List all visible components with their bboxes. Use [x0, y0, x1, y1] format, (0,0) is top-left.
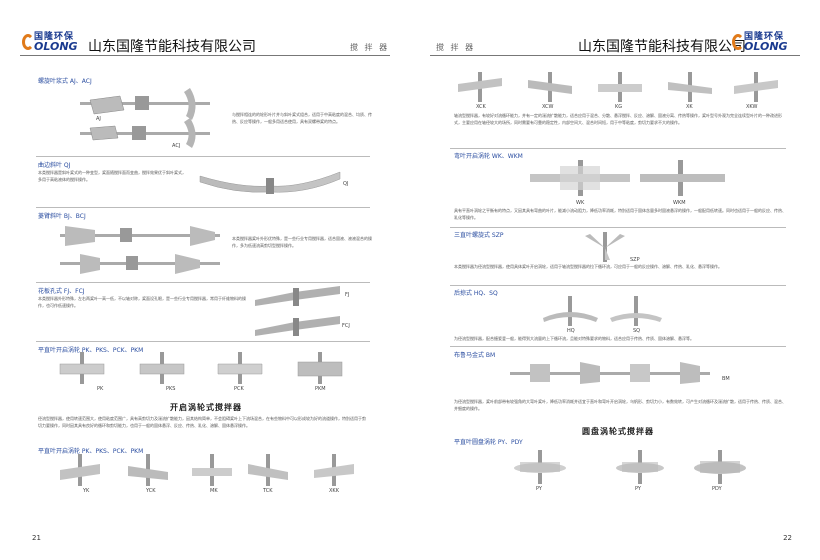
big-text-open-turbine: 径流型搅拌器，使用转速范围大，使用粘度范围广，具有高剪切力及湍流扩散能力，因其结…: [38, 416, 366, 428]
label-qj: QJ: [343, 181, 349, 187]
szp-agitator-illustration: [585, 232, 625, 262]
header-section-title: 搅 拌 器: [350, 43, 390, 52]
big-title-disc-turbine: 圆盘涡轮式搅拌器: [582, 427, 654, 436]
label-py-2: PY: [635, 486, 641, 492]
logo-swirl-icon: [22, 34, 34, 50]
header-rule: [20, 55, 390, 56]
label-pdy: PDY: [712, 486, 722, 492]
section-title-pk: 平直叶开启涡轮 PK、PKS、PCK、PKM: [38, 347, 144, 354]
qj-agitator-illustration: [199, 171, 341, 194]
label-tck: TCK: [263, 488, 273, 494]
logo-swirl-icon: [732, 34, 744, 50]
label-pks: PKS: [166, 386, 176, 392]
divider: [450, 148, 786, 149]
bm-agitator-illustration: [510, 362, 710, 384]
company-name: 山东国隆节能科技有限公司: [578, 39, 746, 55]
section-title-wk: 弯叶开启涡轮 WK、WKM: [454, 153, 523, 160]
text-hq: 为径流型搅拌器，配合搪瓷釜一般，能得到大流量的上下循环流，且能对特殊要求的物料，…: [454, 336, 694, 341]
divider: [36, 282, 370, 283]
header-section-title: 搅 拌 器: [436, 43, 476, 52]
section-title-szp: 三直叶螺旋式 SZP: [454, 232, 504, 239]
label-xck: XCK: [476, 104, 486, 110]
label-yk: YK: [83, 488, 90, 494]
fj-agitator-illustration: [255, 286, 340, 336]
label-wkm: WKM: [673, 200, 686, 206]
divider: [36, 156, 370, 157]
label-xcw: XCW: [542, 104, 554, 110]
logo-en: OLONG: [744, 40, 788, 53]
section-title-qj: 曲边斜叶 QJ: [38, 162, 71, 169]
xck-agitators-illustration: [458, 72, 778, 102]
py-agitators-illustration: [514, 450, 746, 484]
divider: [36, 207, 370, 208]
wk-agitators-illustration: [530, 160, 725, 196]
right-header: 搅 拌 器 山东国隆节能科技有限公司 国隆环保 OLONG: [410, 0, 820, 58]
label-yck: YCK: [146, 488, 156, 494]
label-sq: SQ: [633, 328, 641, 334]
company-logo: 国隆环保 OLONG: [22, 30, 82, 54]
text-szp: 本类搅拌器为径流型搅拌器，使用具体桨叶开启涡轮，适用于轴流型搅拌器的拉下循环流，…: [454, 264, 722, 269]
left-page: 国隆环保 OLONG 山东国隆节能科技有限公司 搅 拌 器 螺旋叶浆式 AJ、A…: [0, 0, 410, 542]
label-xkk: XKK: [329, 488, 339, 494]
label-aj: AJ: [96, 116, 101, 122]
section-title-bj: 菱臂斜叶 BJ、BCJ: [38, 213, 86, 220]
aj-agitator-illustration: [80, 88, 210, 148]
page-number: 21: [32, 534, 41, 542]
pk-agitators-illustration: [59, 352, 343, 384]
label-pkm: PKM: [315, 386, 326, 392]
divider: [450, 227, 786, 228]
logo-cn: 国隆环保: [34, 32, 75, 42]
divider: [36, 341, 370, 342]
logo-en: OLONG: [34, 40, 78, 53]
label-hq: HQ: [567, 328, 575, 334]
label-pk: PK: [97, 386, 104, 392]
page-number: 22: [783, 534, 792, 542]
label-pck: PCK: [234, 386, 244, 392]
yk-agitators-illustration: [60, 454, 354, 486]
big-title-open-turbine: 开启涡轮式搅拌器: [170, 403, 242, 412]
divider: [450, 346, 786, 347]
text-fj: 本类搅拌器外形特殊，左右两桨叶一高一低，不以轴对称，桨面设孔眼，是一些行业专用搅…: [38, 296, 246, 308]
logo-cn: 国隆环保: [744, 32, 785, 42]
left-header: 国隆环保 OLONG 山东国隆节能科技有限公司 搅 拌 器: [0, 0, 410, 58]
label-xk: XK: [686, 104, 693, 110]
text-bm: 为径流型搅拌器，桨叶前部带有较强角的大弯叶桨叶，降低功率消耗并适宜于直叶和弯叶开…: [454, 399, 786, 411]
text-qj: 本类搅拌器是斜叶桨式的一种变型，桨面随搅拌面而变曲，搅拌效果优于斜叶桨式，多用于…: [38, 170, 186, 182]
hq-agitators-illustration: [543, 296, 662, 326]
right-page: 搅 拌 器 山东国隆节能科技有限公司 国隆环保 OLONG XCK XCW KG…: [410, 0, 820, 560]
section-title-fj: 花板孔式 FJ、FCJ: [38, 288, 85, 295]
label-bm: BM: [722, 376, 730, 382]
label-fcj: FCJ: [342, 323, 350, 329]
text-wk: 具有平直叶涡轮之平衡有的特点，又因其具有弯曲的叶片，能减小流动阻力，降低功率消耗…: [454, 208, 786, 220]
label-py: PY: [536, 486, 542, 492]
label-acj: ACJ: [172, 143, 181, 149]
section-title-yk: 平直叶开启涡轮 PK、PKS、PCK、PKM: [38, 448, 144, 455]
company-logo: 国隆环保 OLONG: [732, 30, 792, 54]
label-mk: MK: [210, 488, 218, 494]
text-bj: 本类搅拌器桨叶外形优特殊，是一些行业专用搅拌器，适合固液、液液混合的操作，多为低…: [232, 236, 372, 248]
label-xkw: XKW: [746, 104, 758, 110]
label-szp: SZP: [630, 257, 640, 263]
label-wk: WK: [576, 200, 585, 206]
section-title-py: 平直叶圆盘涡轮 PY、PDY: [454, 439, 523, 446]
section-title-aj: 螺旋叶浆式 AJ、ACJ: [38, 78, 92, 85]
header-rule: [430, 55, 800, 56]
label-kg: KG: [615, 104, 623, 110]
text-aj: 与搅拌相连的的轮形叶片并与斜叶桨式组合，适用于中高粘度的混合、均质、传热、反应等…: [232, 112, 372, 124]
company-name: 山东国隆节能科技有限公司: [88, 39, 256, 55]
label-fj: FJ: [345, 292, 350, 298]
divider: [450, 285, 786, 286]
bj-agitator-illustration: [60, 226, 220, 274]
section-title-bm: 布鲁马金式 BM: [454, 352, 496, 359]
section-title-hq: 后掠式 HQ、SQ: [454, 290, 498, 297]
text-xck: 轴流型搅拌器，有较好对流循环能力，并有一定的湍流扩散能力，适合应用于混合、分散、…: [454, 113, 782, 125]
